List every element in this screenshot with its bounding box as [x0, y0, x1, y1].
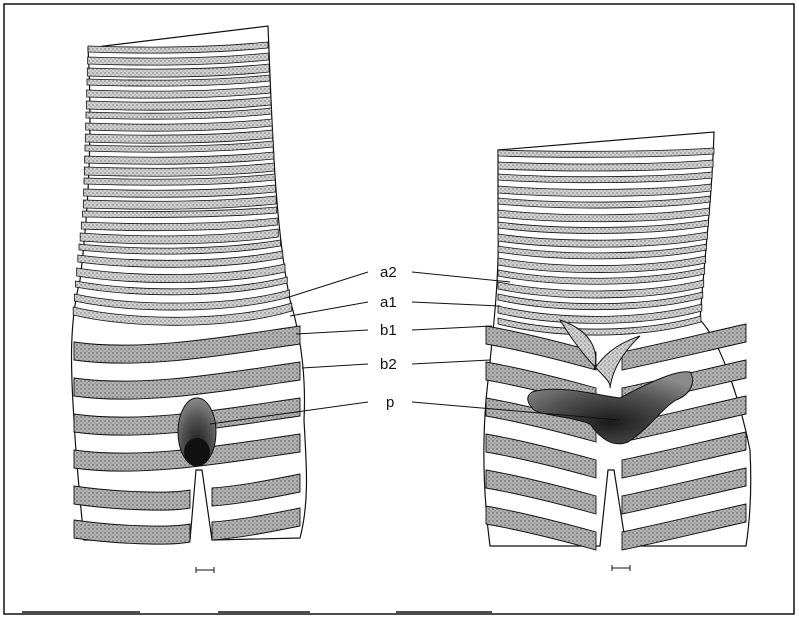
leader-a2-right [412, 272, 510, 282]
left-genital-patch-core [184, 438, 210, 466]
leader-b1-right [412, 326, 492, 330]
label-p: p [386, 394, 394, 411]
leader-b2-right [412, 360, 490, 364]
label-a2: a2 [380, 264, 397, 281]
right-specimen [484, 132, 751, 571]
label-a1: a1 [380, 294, 397, 311]
leader-a2-left [286, 272, 368, 298]
leader-a1-right [412, 302, 500, 306]
leader-b2-left [302, 364, 368, 368]
left-scale-bar [196, 567, 214, 573]
right-scale-bar [612, 565, 630, 571]
leader-b1-left [296, 330, 368, 334]
label-b1: b1 [380, 322, 397, 339]
label-b2: b2 [380, 356, 397, 373]
leader-a1-left [290, 302, 368, 316]
left-specimen [72, 26, 307, 573]
